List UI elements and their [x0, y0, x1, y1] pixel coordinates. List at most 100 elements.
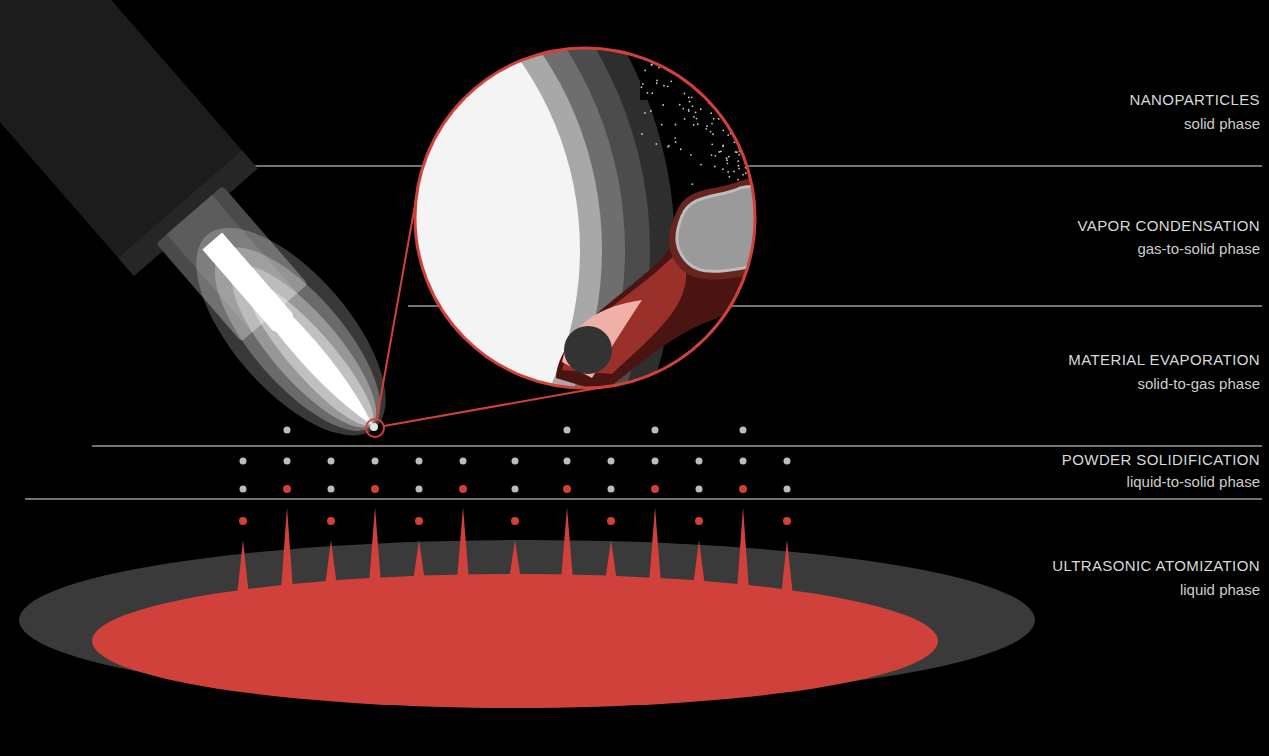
nanoparticle-dot [719, 73, 721, 75]
nanoparticle-dot [753, 152, 755, 154]
nanoparticle-dot [711, 143, 713, 145]
zoom-border [415, 48, 755, 388]
nanoparticle-dot [675, 124, 677, 126]
nanoparticle-dot [711, 154, 713, 156]
nanoparticle-dot [695, 112, 697, 114]
nanoparticle-dot [772, 192, 774, 194]
droplet [284, 427, 291, 434]
nanoparticle-dot [765, 77, 767, 79]
nanoparticle-dot [747, 103, 749, 105]
nanoparticle-dot [751, 75, 753, 77]
nanoparticle-dot [644, 112, 646, 114]
nanoparticle-dot [768, 159, 770, 161]
droplet [511, 517, 519, 525]
nanoparticle-dot [760, 144, 762, 146]
zoom-line [384, 385, 615, 426]
droplet [608, 486, 615, 493]
droplet [239, 517, 247, 525]
nanoparticle-dot [772, 154, 774, 156]
nanoparticle-dot [718, 50, 720, 52]
nanoparticle-dot [770, 153, 772, 155]
nanoparticle-dot [692, 63, 694, 65]
nanoparticle-dot [750, 153, 752, 155]
nanoparticle-dot [658, 67, 660, 69]
nanoparticle-dot [722, 129, 724, 131]
nanoparticle-dot [690, 154, 692, 156]
nanoparticle-dot [753, 119, 755, 121]
capillary-waves [237, 507, 793, 596]
phase-subtitle: solid phase [1182, 115, 1262, 133]
nanoparticle-dot [747, 150, 749, 152]
droplet [608, 458, 615, 465]
nanoparticles-stipple [641, 49, 781, 199]
nanoparticle-dot [714, 155, 716, 157]
nanoparticle-dot [766, 163, 768, 165]
nanoparticle-dot [723, 64, 725, 66]
plasma-layer [163, 197, 418, 466]
nanoparticle-dot [642, 83, 644, 85]
zoom-line [377, 188, 418, 418]
nanoparticle-dot [691, 96, 693, 98]
droplet [460, 458, 467, 465]
nanoparticle-dot [727, 171, 729, 173]
nanoparticle-dot [655, 143, 657, 145]
nanoparticle-dot [745, 66, 747, 68]
nanoparticle-dot [715, 68, 717, 70]
nanoparticle-dot [758, 78, 760, 80]
nanoparticle-dot [758, 130, 760, 132]
phase-title: ULTRASONIC ATOMIZATION [1050, 557, 1262, 575]
droplet [564, 458, 571, 465]
nanoparticle-dot [760, 152, 762, 154]
phase-title: VAPOR CONDENSATION [1076, 217, 1263, 235]
nanoparticle-dot [737, 92, 739, 94]
nanoparticle-dot [653, 56, 655, 58]
nanoparticle-dot [761, 129, 763, 131]
nanoparticle-dot [733, 141, 735, 143]
nanoparticle-dot [679, 104, 681, 106]
nanoparticle-dot [768, 152, 770, 154]
nanoparticle-dot [732, 64, 734, 66]
nanoparticle-dot [691, 183, 693, 185]
droplet [327, 517, 335, 525]
plasma-band [0, 0, 675, 675]
nanoparticle-dot [668, 57, 670, 59]
nanoparticle-dot [666, 53, 668, 55]
nanoparticle-dot [700, 164, 702, 166]
nanoparticle-dot [733, 170, 735, 172]
nanoparticle-dot [732, 118, 734, 120]
capillary-spike [457, 507, 469, 581]
nanoparticle-dot [688, 96, 690, 98]
phase-title: NANOPARTICLES [1127, 91, 1262, 109]
nanoparticle-dot [667, 85, 669, 87]
droplet [372, 458, 379, 465]
nanoparticle-dot [778, 60, 780, 62]
nanoparticle-dot [742, 126, 744, 128]
nanoparticle-dot [774, 156, 776, 158]
nanoparticle-dot [652, 58, 654, 60]
capillary-spike [281, 507, 293, 591]
nanoparticle-dot [667, 54, 669, 56]
nanoparticle-dot [778, 55, 780, 57]
nanoparticle-dot [757, 66, 759, 68]
droplet [415, 517, 423, 525]
nanoparticle-dot [776, 95, 778, 97]
melt-pool [19, 507, 1035, 708]
capillary-spike [737, 507, 749, 591]
nanoparticle-dot [771, 109, 773, 111]
droplet [563, 485, 571, 493]
nanoparticle-dot [737, 179, 739, 181]
nanoparticle-dot [725, 83, 727, 85]
nanoparticle-dot [776, 80, 778, 82]
nanoparticle-dot [766, 57, 768, 59]
plasma-layer [188, 223, 407, 456]
nanoparticle-dot [700, 56, 702, 58]
nanoparticle-dot [663, 85, 665, 87]
nanoparticle-dot [686, 72, 688, 74]
nanoparticle-dot [777, 116, 779, 118]
nanoparticle-dot [727, 134, 729, 136]
droplet [240, 486, 247, 493]
nanoparticle-dot [711, 123, 713, 125]
droplet [784, 458, 791, 465]
nanoparticle-dot [757, 90, 759, 92]
